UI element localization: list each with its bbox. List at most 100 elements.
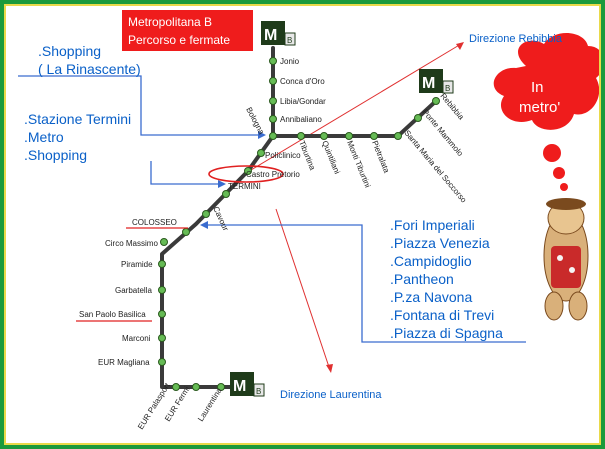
metro-logo-north: M B <box>261 21 296 46</box>
label-circo: Circo Massimo <box>105 239 158 248</box>
character-dot-2 <box>569 267 575 273</box>
label-pietralata: Pietralata <box>370 139 391 174</box>
attraction-item: .Pantheon <box>390 271 454 287</box>
label-rebibbia: Rebibbia <box>438 92 466 122</box>
pointer-shopping <box>18 75 261 136</box>
pointer-shopping-head <box>258 131 266 139</box>
bubble-text-1: In <box>531 79 544 96</box>
note-shopping: .Shopping ( La Rinascente) <box>38 42 141 78</box>
title-box: Metropolitana B Percorso e fermate <box>122 10 253 51</box>
logo-b-south: B <box>256 387 261 396</box>
stations <box>158 57 440 391</box>
bubble-cloud <box>493 32 599 130</box>
station-rebibbia <box>432 97 440 105</box>
logo-b-box-east <box>442 80 454 94</box>
label-montitiburtini: Monti Tiburtini <box>345 139 372 189</box>
logo-box-south <box>230 372 254 396</box>
attraction-item: .P.za Navona <box>390 289 473 305</box>
metro-map: Jonio Conca d'Oro Libia/Gondar Annibalia… <box>18 21 599 431</box>
attraction-item: .Piazza Venezia <box>390 235 490 251</box>
character-hat <box>546 198 586 210</box>
station-smsoccorso <box>394 132 402 140</box>
station-montitiburtini <box>345 132 353 140</box>
label-castro: Castro Pretorio <box>246 170 300 179</box>
pointer-termini <box>150 161 221 185</box>
character-shirt <box>551 246 581 288</box>
character-leg-left <box>544 291 564 321</box>
bubble-dot-large <box>543 144 561 162</box>
label-bologna: Bologna <box>244 106 266 137</box>
station-cavour <box>202 210 210 218</box>
character-dot-1 <box>557 255 563 261</box>
attraction-item: .Campidoglio <box>390 253 472 269</box>
label-eurmagliana: EUR Magliana <box>98 358 150 367</box>
logo-b-north: B <box>287 36 292 45</box>
bubble-dot-medium <box>553 167 565 179</box>
logo-box-north <box>261 21 285 45</box>
bubble-dot-small <box>560 183 568 191</box>
metro-logo-south: M B <box>230 372 265 397</box>
logo-b-box-south <box>253 383 265 397</box>
note-termini-line-2: .Metro <box>24 129 64 145</box>
station-libia <box>269 97 277 105</box>
logo-box-east <box>419 69 443 93</box>
arrow-line-laurentina <box>275 208 331 371</box>
note-shopping-line-2: ( La Rinascente) <box>38 61 141 77</box>
logo-m-north: M <box>264 27 277 44</box>
logo-b-east: B <box>445 84 450 93</box>
direction-north: Direzione Rebibbia <box>469 33 562 45</box>
note-termini-line-3: .Shopping <box>24 147 88 163</box>
label-quintiliani: Quintiliani <box>320 139 342 175</box>
station-policlinico <box>257 149 265 157</box>
station-conca <box>269 77 277 85</box>
note-termini: .Stazione Termini .Metro .Shopping <box>24 110 131 164</box>
pointer-attractions-head <box>200 221 208 229</box>
pointer-termini-head <box>218 180 226 188</box>
arrow-line-rebibbia <box>240 43 462 177</box>
label-termini: TERMINI <box>228 182 261 191</box>
station-laurentina <box>217 383 225 391</box>
station-eurmagliana <box>158 358 166 366</box>
station-piramide <box>158 260 166 268</box>
character-leg-right <box>568 291 588 321</box>
label-sanpaolo: San Paolo Basilica <box>79 310 146 319</box>
station-garbatella <box>158 286 166 294</box>
station-marconi <box>158 334 166 342</box>
metro-logo-east: M B <box>419 69 454 94</box>
station-jonio <box>269 57 277 65</box>
attraction-item: .Fontana di Trevi <box>390 307 495 323</box>
pointer-attractions <box>206 224 526 343</box>
title-line-2: Percorso e fermate <box>128 33 231 47</box>
station-sanpaolo <box>158 310 166 318</box>
label-policlinico: Policlinico <box>265 151 301 160</box>
station-tiburtina <box>297 132 305 140</box>
station-castro <box>244 167 252 175</box>
station-termini <box>222 190 230 198</box>
label-marconi: Marconi <box>122 334 151 343</box>
direction-south: Direzione Laurentina <box>280 389 382 401</box>
label-eurpalasport: EUR Palasport <box>136 381 172 431</box>
station-eurfermi <box>192 383 200 391</box>
attraction-item: .Fori Imperiali <box>390 217 475 233</box>
title-line-1: Metropolitana B <box>128 15 213 29</box>
logo-m-south: M <box>233 378 246 395</box>
station-annibaliano <box>269 115 277 123</box>
station-eurpalasport <box>172 383 180 391</box>
map-panel: Jonio Conca d'Oro Libia/Gondar Annibalia… <box>4 4 601 445</box>
direction-arrows <box>240 42 464 373</box>
logo-b-box-north <box>284 32 296 46</box>
bubble-text-2: metro' <box>519 99 560 116</box>
label-conca: Conca d'Oro <box>280 77 325 86</box>
label-cavour: Cavour <box>211 205 230 232</box>
pointer-lines <box>18 75 526 343</box>
note-shopping-line-1: .Shopping <box>38 43 102 59</box>
label-laurentina: Laurentina <box>196 386 224 423</box>
note-termini-line-1: .Stazione Termini <box>24 111 132 127</box>
cartoon-character <box>543 198 589 321</box>
arrow-head-laurentina <box>326 364 333 373</box>
note-attractions: .Fori Imperiali .Piazza Venezia .Campidogl… <box>390 216 503 342</box>
label-smsoccorso: Santa Maria del Soccorso <box>402 129 468 205</box>
label-libia: Libia/Gondar <box>280 97 326 106</box>
station-pontemammolo <box>414 114 422 122</box>
